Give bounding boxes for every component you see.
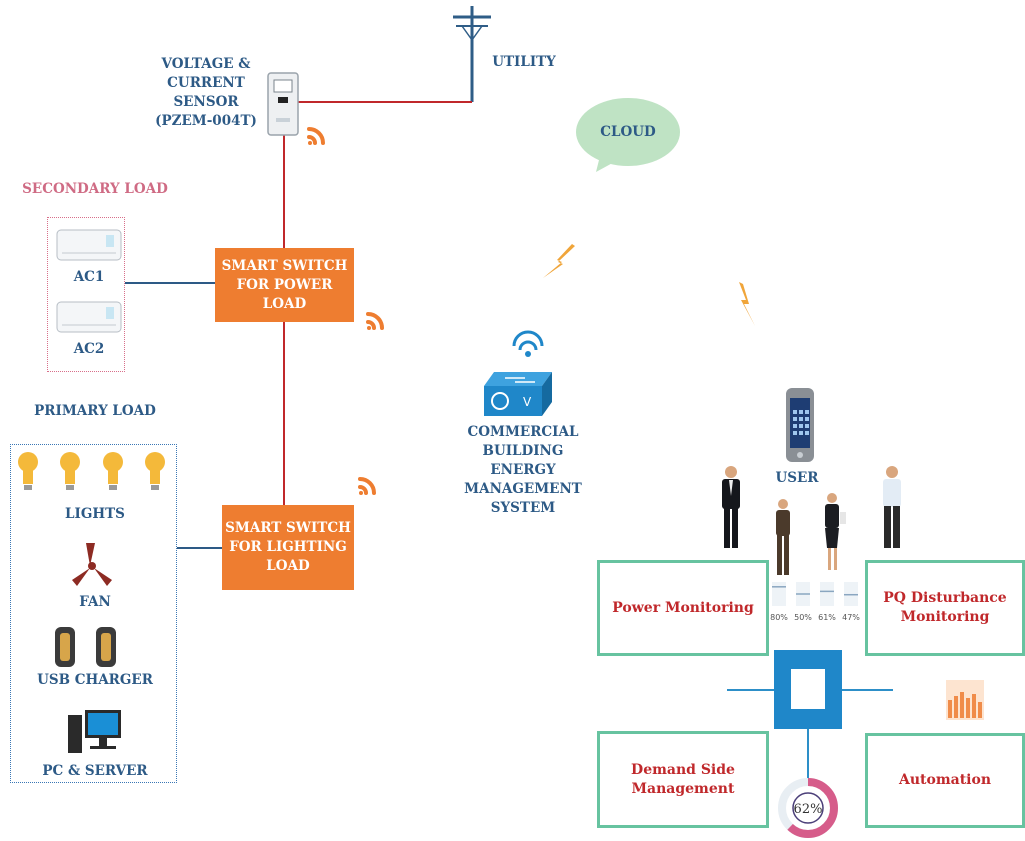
ac-unit-icon bbox=[56, 301, 122, 333]
sensor-label: VOLTAGE & CURRENT SENSOR (PZEM-004T) bbox=[155, 56, 257, 129]
smart-switch-lighting: SMART SWITCH FOR LIGHTING LOAD bbox=[222, 505, 354, 590]
person-icon bbox=[883, 466, 901, 548]
ac-unit-icon bbox=[56, 229, 122, 261]
cloud-label: CLOUD bbox=[600, 124, 656, 140]
utility-label: UTILITY bbox=[492, 54, 556, 70]
wifi-signal-icon bbox=[307, 127, 325, 145]
pq-disturbance-box: PQ Disturbance Monitoring bbox=[865, 560, 1025, 656]
primary-load-label: PRIMARY LOAD bbox=[34, 403, 156, 419]
bar-gauges: 80% 50% 61% 47% bbox=[770, 582, 860, 622]
usb-charger-icon bbox=[55, 627, 75, 667]
smartphone-icon bbox=[786, 388, 814, 462]
power-monitoring-box: Power Monitoring bbox=[597, 560, 769, 656]
lightning-icon bbox=[543, 244, 575, 278]
gauge-label: 50% bbox=[794, 613, 812, 622]
light-bulb-icon bbox=[103, 452, 123, 490]
load-wire bbox=[125, 282, 222, 549]
mini-chart-icon bbox=[946, 680, 984, 720]
lights-label: LIGHTS bbox=[65, 506, 125, 522]
cbems-label: COMMERCIAL BUILDING ENERGY MANAGEMENT SY… bbox=[464, 424, 582, 516]
person-icon bbox=[825, 493, 846, 570]
automation-box: Automation bbox=[865, 733, 1025, 828]
utility-pole-icon bbox=[453, 6, 491, 102]
wifi-signal-icon bbox=[358, 477, 376, 495]
user-label: USER bbox=[775, 470, 819, 486]
pc-icon bbox=[68, 710, 121, 753]
usb-charger-icon bbox=[96, 627, 116, 667]
donut-gauge: 62% bbox=[778, 778, 838, 838]
light-bulb-icon bbox=[145, 452, 165, 490]
fan-icon bbox=[72, 543, 112, 586]
hub-connector bbox=[727, 689, 893, 778]
ac1-label: AC1 bbox=[73, 269, 105, 285]
donut-value: 62% bbox=[794, 802, 823, 817]
sensor-meter-icon bbox=[267, 72, 299, 136]
ac2-label: AC2 bbox=[73, 341, 105, 357]
pc-server-label: PC & SERVER bbox=[42, 763, 148, 779]
fan-label: FAN bbox=[79, 594, 111, 610]
primary-load-box bbox=[10, 444, 177, 783]
svg-text:V: V bbox=[523, 395, 532, 409]
lightning-icon bbox=[739, 282, 755, 326]
person-icon bbox=[776, 499, 790, 575]
demand-side-box: Demand Side Management bbox=[597, 731, 769, 828]
usb-charger-label: USB CHARGER bbox=[37, 672, 153, 688]
secondary-load-box bbox=[47, 217, 125, 372]
gauge-label: 80% bbox=[770, 613, 788, 622]
smart-switch-power: SMART SWITCH FOR POWER LOAD bbox=[215, 248, 354, 322]
secondary-load-label: SECONDARY LOAD bbox=[22, 181, 168, 197]
light-bulb-icon bbox=[18, 452, 38, 490]
gauge-label: 47% bbox=[842, 613, 860, 622]
light-bulb-icon bbox=[60, 452, 80, 490]
hub-square-icon bbox=[774, 650, 842, 729]
cloud-icon bbox=[576, 98, 680, 172]
person-icon bbox=[722, 466, 740, 548]
wifi-signal-icon bbox=[366, 312, 384, 330]
gauge-label: 61% bbox=[818, 613, 836, 622]
cbems-device-icon: V bbox=[484, 330, 552, 416]
power-wire bbox=[283, 101, 472, 505]
